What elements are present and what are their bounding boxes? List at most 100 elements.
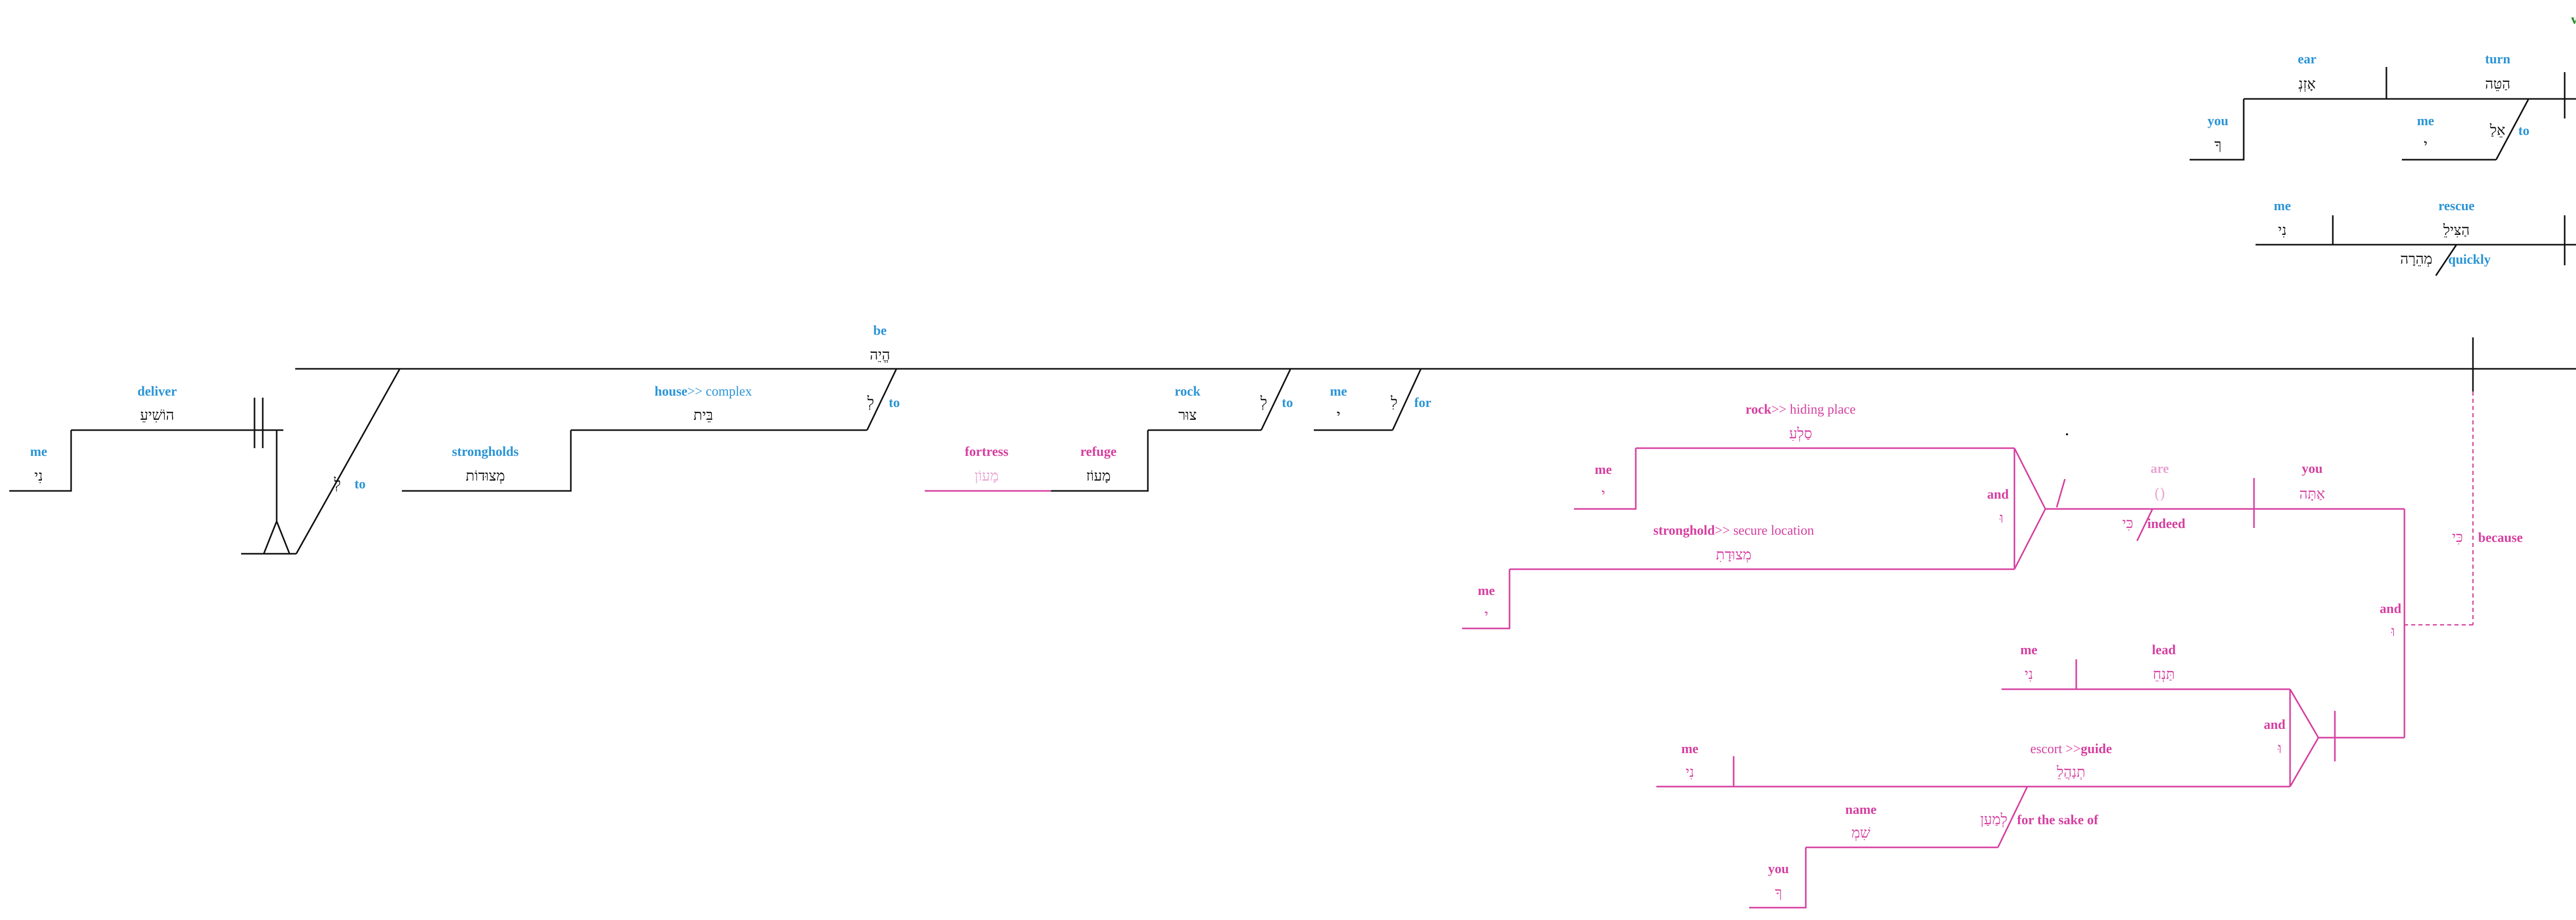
rescue-clause (2256, 215, 2576, 276)
rescue-quickly-slant (2435, 244, 2458, 276)
hebrew-for-sake: לְמַעַן (1980, 811, 2008, 828)
rock-me-step (1574, 448, 1637, 510)
lead-clause (1656, 659, 2404, 909)
lead-fork-upper (2289, 689, 2319, 738)
hebrew-for: לִ (1390, 394, 1397, 411)
to-rock-slant (1260, 368, 1292, 431)
hebrew-you-name: ךָ (1775, 884, 1782, 901)
gloss-deliver: deliver (138, 384, 177, 399)
gloss-me-lead: me (2020, 642, 2037, 657)
name-you-step (1749, 847, 1807, 909)
hebrew-me-lead: נִי (2025, 666, 2033, 683)
note-stronghold: >> secure location (1715, 523, 1814, 538)
hebrew-lead: תַּנְחֵ (2153, 666, 2175, 683)
gloss-to-rock: to (1282, 395, 1293, 410)
gloss-you-name: you (1768, 861, 1789, 876)
hebrew-you-top: ךָ (2214, 136, 2222, 153)
gloss-be: be (873, 323, 887, 338)
gloss-quickly: quickly (2448, 252, 2490, 267)
lead-fork-lower (2289, 737, 2319, 787)
hebrew-and-because: וּ (2391, 623, 2395, 640)
note-guide: escort >> (2030, 741, 2081, 756)
for-sake-slant (1997, 786, 2028, 848)
hebrew-rock: צוּר (1178, 406, 1197, 423)
inf-slant (295, 368, 401, 554)
hebrew-fortress: מָעוֹן (975, 467, 999, 484)
hebrew-to-house: לְ (867, 394, 874, 411)
hebrew-rescue: הַצִּילֵ (2443, 222, 2469, 238)
top-clause (2190, 67, 2576, 161)
gloss-to-top: to (2518, 123, 2530, 138)
hebrew-guide: תְנַהֲלֵ (2056, 763, 2085, 780)
gloss-you-top: you (2208, 113, 2228, 128)
top-to-slant (2495, 98, 2530, 160)
hebrew-indeed: כִּי (2122, 515, 2133, 532)
pedestal-tri (262, 519, 291, 555)
gloss-rock: rock (1175, 384, 1201, 399)
hebrew-me-rescue: נִי (2278, 222, 2286, 238)
top-ear-modifier-line (2190, 99, 2245, 161)
hebrew-strongholds: מְצוּדוֹת (466, 467, 505, 484)
gloss-me-rescue: me (2274, 198, 2291, 213)
hebrew-me-stronghold: י (1484, 606, 1488, 623)
gloss-and-compound: and (1987, 487, 2009, 502)
hebrew-be: הֱיֵה (870, 346, 890, 363)
gloss-are: are (2150, 461, 2169, 476)
gloss-me-deliver: me (30, 444, 47, 459)
hebrew-turn: הַטֵּה (2485, 75, 2510, 92)
verse-number: v. 3 (2571, 12, 2576, 27)
house-label: house>> complex (655, 384, 752, 399)
guide-label: escort >>guide (2030, 741, 2112, 756)
fork-upper (2013, 448, 2046, 509)
hebrew-me-guide: נִי (1686, 763, 1694, 780)
gloss-for: for (1414, 395, 1431, 410)
stronghold-me-step (1462, 569, 1511, 629)
deliver-me-step (9, 430, 72, 492)
hebrew-house: בֵּית (693, 406, 713, 423)
gloss-refuge: refuge (1080, 444, 1116, 459)
indeed-slant (2136, 508, 2154, 541)
because-clause (1462, 391, 2474, 738)
hebrew-you-are: אַתָּה (2299, 485, 2325, 502)
hebrew-me-rock: י (1601, 485, 1605, 502)
gloss-to-house: to (889, 395, 900, 410)
strongholds-step (402, 430, 572, 492)
gloss-and-because: and (2380, 601, 2401, 616)
gloss-to-inf: to (354, 476, 366, 491)
rock-hiding-label: rock>> hiding place (1745, 402, 1856, 417)
refuge-step (1051, 430, 1149, 492)
gloss-ear: ear (2298, 52, 2316, 66)
gloss-you-are: you (2302, 461, 2323, 476)
note-rock-hiding: >> hiding place (1771, 402, 1856, 417)
compound-tick (2056, 479, 2066, 508)
dot-mark: . (2065, 423, 2069, 438)
main-clause (9, 337, 2576, 555)
hebrew-stronghold: מְצוּדָתִ (1716, 546, 1752, 563)
gloss-name: name (1845, 802, 1877, 817)
hebrew-and-lead: וּ (2277, 740, 2281, 757)
gloss-me-stronghold: me (1478, 583, 1495, 598)
hebrew-me-top: י (2424, 136, 2427, 153)
gloss-guide: guide (2081, 741, 2112, 756)
hebrew-refuge: מָעוֹז (1086, 467, 1110, 484)
hebrew-name: שִׁמְ (1852, 824, 1871, 841)
to-house-slant (866, 368, 897, 431)
gloss-house: house (655, 384, 688, 399)
gloss-rescue: rescue (2438, 198, 2475, 213)
hebrew-to-inf: לְ (333, 475, 341, 492)
hebrew-deliver: הוֹשִׁיעֵ (140, 406, 174, 423)
hebrew-rock-hiding: סַלְעִ (1789, 425, 1812, 442)
gloss-turn: turn (2485, 52, 2511, 66)
gloss-for-sake: for the sake of (2017, 812, 2098, 827)
gloss-fortress: fortress (965, 444, 1009, 459)
gloss-and-lead: and (2264, 717, 2285, 732)
stronghold-label: stronghold>> secure location (1653, 523, 1814, 538)
hebrew-and-compound: וּ (1999, 509, 2003, 526)
gloss-because: because (2478, 530, 2523, 545)
gloss-lead: lead (2152, 642, 2176, 657)
gloss-rock-hiding: rock (1745, 402, 1772, 417)
hebrew-to-top: אֵלַ (2489, 122, 2505, 139)
for-slant (1392, 368, 1422, 431)
hebrew-me-deliver: נִי (35, 467, 43, 484)
